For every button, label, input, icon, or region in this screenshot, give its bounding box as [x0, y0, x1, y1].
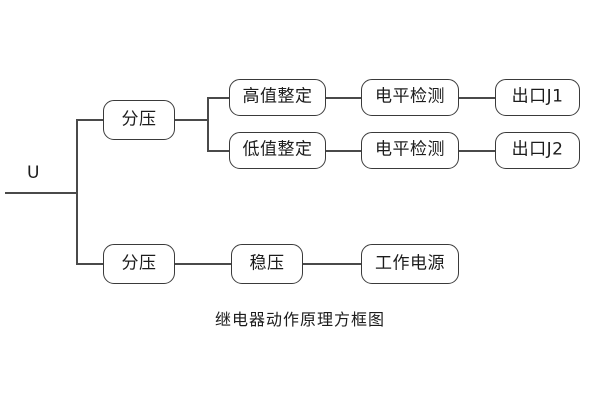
connector-bus-to-divider-bottom	[76, 263, 104, 265]
node-work-supply[interactable]: 工作电源	[361, 244, 459, 284]
connector-bus-vertical	[76, 120, 78, 265]
connector-source-horizontal	[5, 192, 77, 194]
node-label-high-set: 高值整定	[242, 86, 313, 107]
node-label-regulator: 稳压	[249, 253, 285, 273]
node-label-level-detect-1: 电平检测	[375, 86, 445, 107]
node-level-detect-1[interactable]: 电平检测	[361, 79, 459, 116]
connector-bus-to-divider-top	[76, 119, 104, 121]
node-label-divider-bottom: 分压	[121, 253, 157, 273]
connector-reg-to-work-supply	[302, 263, 362, 265]
node-divider-top[interactable]: 分压	[103, 100, 175, 140]
connector-detect-2-to-output-j2	[458, 150, 496, 152]
connector-high-set-to-detect-1	[325, 97, 362, 99]
node-level-detect-2[interactable]: 电平检测	[361, 132, 459, 169]
node-label-output-j1: 出口J1	[511, 86, 564, 107]
node-high-set[interactable]: 高值整定	[229, 79, 326, 116]
node-output-j1[interactable]: 出口J1	[495, 79, 580, 116]
connector-split-to-low-set	[207, 150, 230, 152]
node-label-level-detect-2: 电平检测	[375, 139, 445, 160]
node-output-j2[interactable]: 出口J2	[495, 132, 580, 169]
node-label-work-supply: 工作电源	[375, 253, 445, 273]
connector-divider-top-to-split	[174, 119, 208, 121]
node-divider-bottom[interactable]: 分压	[103, 244, 175, 284]
connector-divider-bottom-to-reg	[174, 263, 232, 265]
node-label-output-j2: 出口J2	[511, 139, 564, 160]
input-voltage-label: U	[27, 163, 40, 183]
connector-split-vertical	[207, 97, 209, 151]
node-label-low-set: 低值整定	[242, 139, 313, 160]
connector-split-to-high-set	[207, 97, 230, 99]
connector-low-set-to-detect-2	[325, 150, 362, 152]
figure-caption: 继电器动作原理方框图	[214, 310, 385, 329]
node-regulator[interactable]: 稳压	[231, 244, 303, 284]
connector-detect-1-to-output-j1	[458, 97, 496, 99]
node-low-set[interactable]: 低值整定	[229, 132, 326, 169]
node-label-divider-top: 分压	[121, 109, 157, 129]
